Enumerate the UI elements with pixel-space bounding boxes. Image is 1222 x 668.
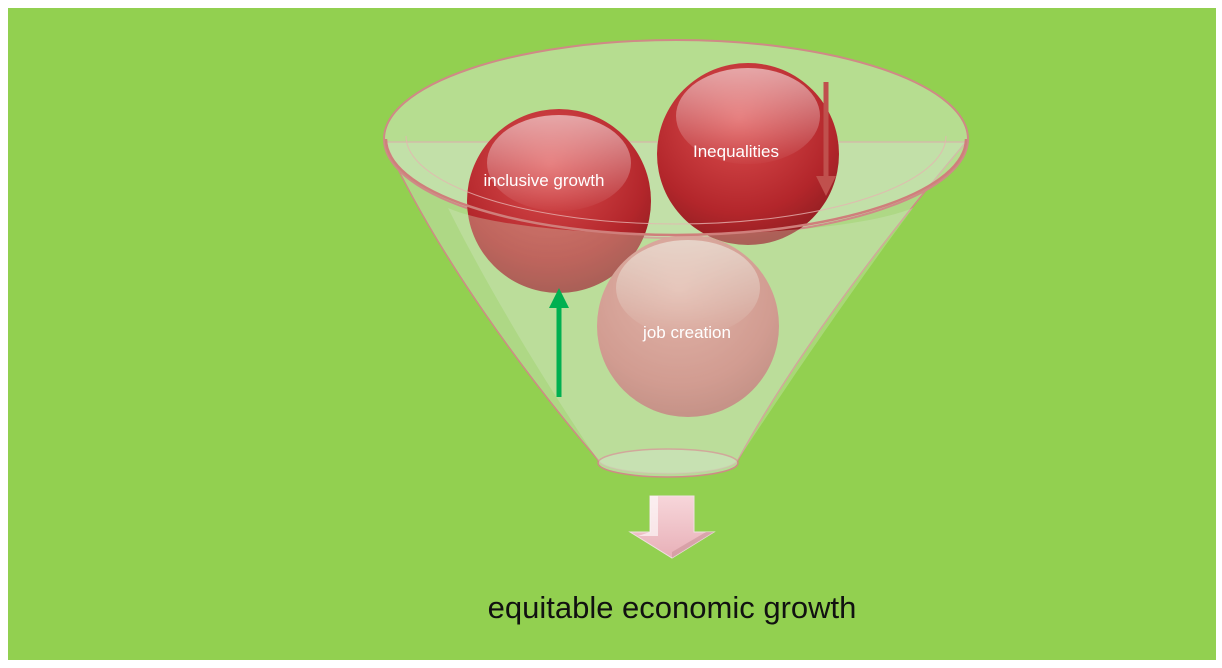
slide-background: Inequalities inclusive growth job creati… — [8, 8, 1216, 660]
funnel-glass-overlay — [448, 208, 913, 474]
inequalities-label: Inequalities — [692, 142, 779, 161]
funnel-rim-inner — [405, 135, 947, 225]
output-label: equitable economic growth — [487, 590, 857, 625]
funnel-spout — [597, 448, 739, 478]
inclusive-growth-ball — [467, 109, 651, 293]
job-creation-ball — [597, 235, 779, 417]
up-arrow-icon — [549, 288, 569, 397]
inequalities-ball — [657, 63, 839, 245]
job-creation-label: job creation — [643, 323, 731, 342]
inclusive-growth-label: inclusive growth — [483, 171, 605, 190]
output-arrow-icon — [628, 495, 716, 559]
down-arrow-icon — [816, 82, 836, 196]
funnel-diagram — [8, 8, 1216, 660]
funnel-rim-front — [384, 138, 968, 237]
